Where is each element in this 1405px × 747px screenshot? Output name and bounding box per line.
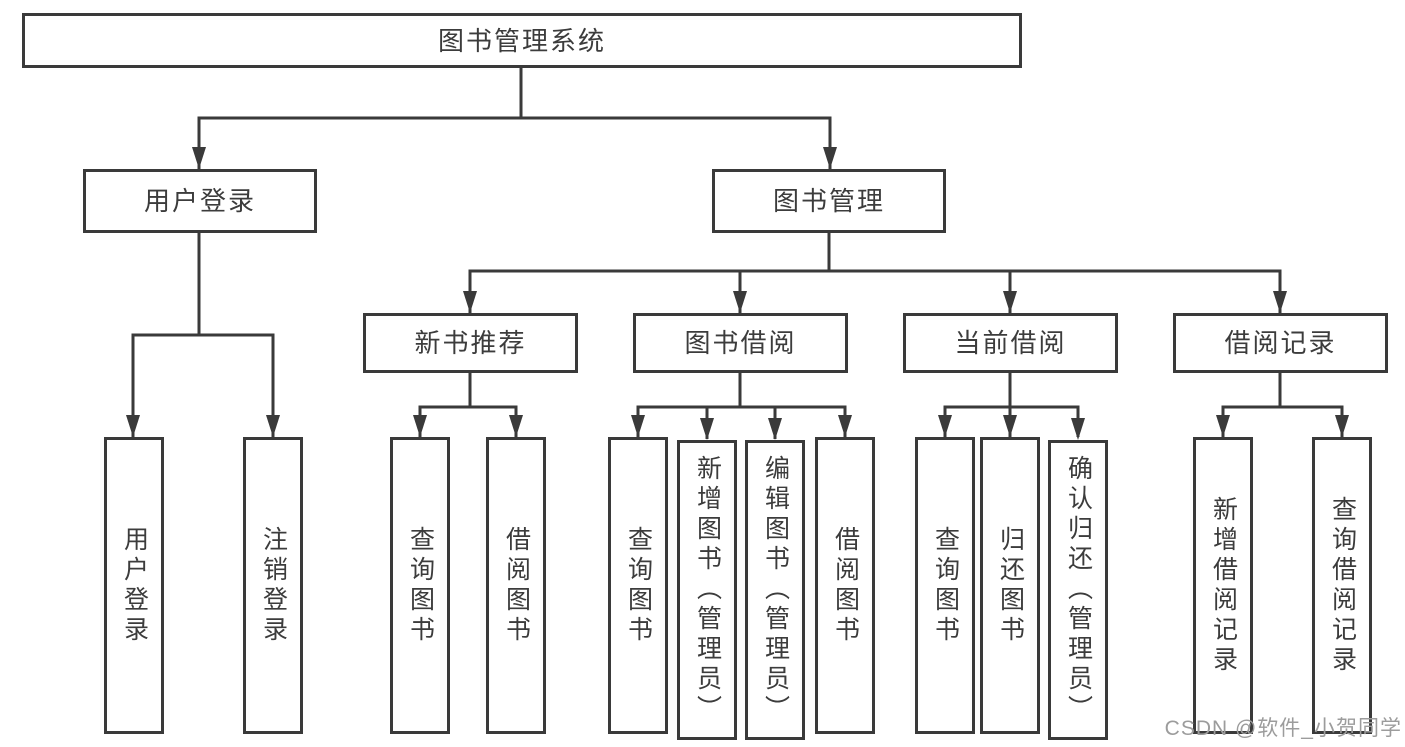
arrowhead-icon [413,415,427,437]
leaf-query-books-current: 查询图书 [915,437,975,734]
node-new-book-recommendation: 新书推荐 [363,313,578,373]
arrowhead-icon [1273,291,1287,313]
node-library-system: 图书管理系统 [22,13,1022,68]
leaf-logout: 注销登录 [243,437,303,734]
arrowhead-icon [700,418,714,440]
leaf-confirm-return-admin: 确认归还（管理员） [1048,440,1108,740]
node-book-management: 图书管理 [712,169,946,233]
leaf-borrow-books-recommend: 借阅图书 [486,437,546,734]
leaf-return-books: 归还图书 [980,437,1040,734]
node-book-borrowing: 图书借阅 [633,313,848,373]
leaf-query-books-recommend: 查询图书 [390,437,450,734]
node-borrowing-records: 借阅记录 [1173,313,1388,373]
leaf-borrow-books-borrowing: 借阅图书 [815,437,875,734]
arrowhead-icon [463,291,477,313]
arrowhead-icon [838,415,852,437]
arrowhead-icon [509,415,523,437]
node-current-borrowing: 当前借阅 [903,313,1118,373]
arrowhead-icon [733,291,747,313]
leaf-edit-book-admin: 编辑图书（管理员） [745,440,805,740]
arrowhead-icon [631,415,645,437]
arrowhead-icon [823,147,837,169]
leaf-query-borrow-record: 查询借阅记录 [1312,437,1372,734]
arrowhead-icon [1216,415,1230,437]
arrowhead-icon [1335,415,1349,437]
leaf-user-login: 用户登录 [104,437,164,734]
arrowhead-icon [1003,415,1017,437]
arrowhead-icon [1003,291,1017,313]
node-user-login-branch: 用户登录 [83,169,317,233]
arrowhead-icon [1071,418,1085,440]
arrowhead-icon [768,418,782,440]
arrowhead-icon [192,147,206,169]
leaf-add-book-admin: 新增图书（管理员） [677,440,737,740]
arrowhead-icon [126,415,140,437]
arrowhead-icon [266,415,280,437]
arrowhead-icon [938,415,952,437]
leaf-query-books-borrowing: 查询图书 [608,437,668,734]
leaf-add-borrow-record: 新增借阅记录 [1193,437,1253,734]
